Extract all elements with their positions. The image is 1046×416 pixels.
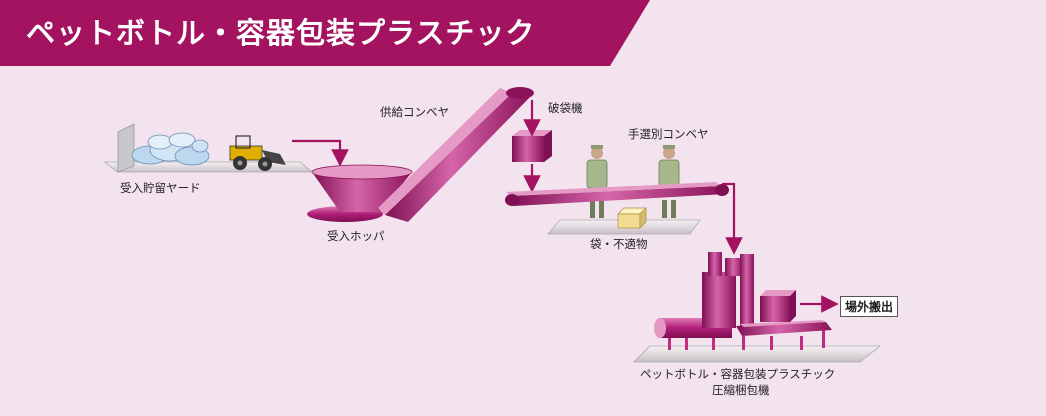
label-export: 場外搬出 [840,296,899,317]
wheel-loader-icon [229,135,286,171]
storage-yard [103,123,314,173]
worker-icon [586,145,608,218]
receiving-hopper [307,164,413,222]
compactor-floor [633,345,882,363]
page-title: ペットボトル・容器包装プラスチック [26,16,536,50]
worker-icon [658,145,680,218]
label-receiving-hopper: 受入ホッパ [327,229,385,243]
label-compactor-line1: ペットボトル・容器包装プラスチック [640,367,836,381]
compactor-baler [654,252,832,350]
supply-conveyor [378,87,534,222]
title-banner [0,0,650,66]
bag-breaker [512,130,552,162]
sorting-conveyor [505,182,729,206]
flow-arrow-to-compactor [722,182,743,255]
bottle-pile-icon [131,132,210,166]
label-sorting-conveyor: 手選別コンベヤ [628,127,709,141]
label-rejects: 袋・不適物 [590,237,648,251]
reject-box [617,207,647,229]
label-supply-conveyor: 供給コンベヤ [380,105,449,119]
flow-arrow-to-hopper [292,139,349,167]
label-bag-breaker: 破袋機 [548,101,583,115]
label-compactor-line2: 圧縮梱包機 [712,383,770,397]
bale-block-icon [760,290,796,322]
label-storage-yard: 受入貯留ヤード [120,181,201,195]
